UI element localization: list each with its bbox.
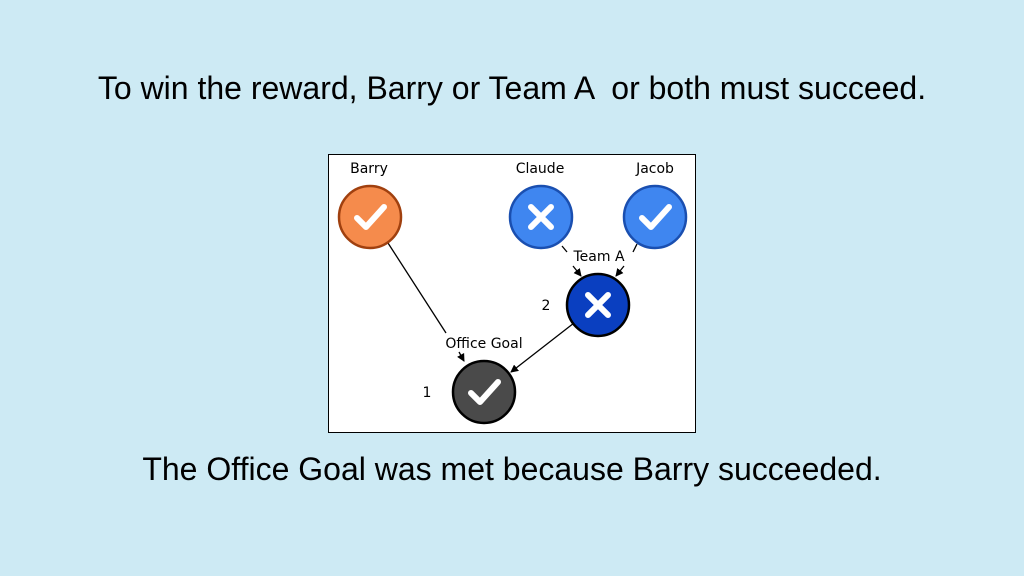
node-jacob-label: Jacob xyxy=(635,161,674,177)
node-office-goal-number: 1 xyxy=(423,385,432,401)
cross-icon xyxy=(585,292,611,318)
node-jacob: Jacob xyxy=(622,161,688,250)
edge-claude-arrow xyxy=(572,265,582,277)
node-team-a-number: 2 xyxy=(542,298,551,314)
node-barry-label: Barry xyxy=(350,161,388,177)
edge-barry-to-office-goal xyxy=(387,242,447,334)
node-team-a-label: Team A xyxy=(572,249,624,265)
headline: To win the reward, Barry or Team A or bo… xyxy=(97,70,927,106)
node-barry-circle xyxy=(337,184,403,250)
node-claude-label: Claude xyxy=(516,161,565,177)
edge-jacob-arrow xyxy=(615,265,625,277)
check-icon xyxy=(468,379,501,405)
caption: The Office Goal was met because Barry su… xyxy=(142,451,882,487)
node-office-goal-circle xyxy=(451,359,517,425)
node-office-goal-label: Office Goal xyxy=(445,336,522,352)
edge-team-a-to-office-goal xyxy=(510,322,575,373)
node-barry: Barry xyxy=(337,161,403,250)
check-icon xyxy=(354,204,387,230)
edge-jacob-to-team-a xyxy=(632,243,638,253)
node-jacob-circle xyxy=(622,184,688,250)
node-team-a: Team A 2 xyxy=(542,249,631,338)
edge-office-goal-arrow xyxy=(457,351,465,362)
cross-icon xyxy=(528,204,554,230)
edge-claude-to-team-a xyxy=(561,245,568,253)
goal-diagram-svg: Barry Claude Jacob Team A 2 Office Goal … xyxy=(337,161,688,425)
node-office-goal: Office Goal 1 xyxy=(423,336,523,425)
node-claude: Claude xyxy=(508,161,574,250)
check-icon xyxy=(639,204,672,230)
goal-diagram: Barry Claude Jacob Team A 2 Office Goal … xyxy=(328,154,696,433)
